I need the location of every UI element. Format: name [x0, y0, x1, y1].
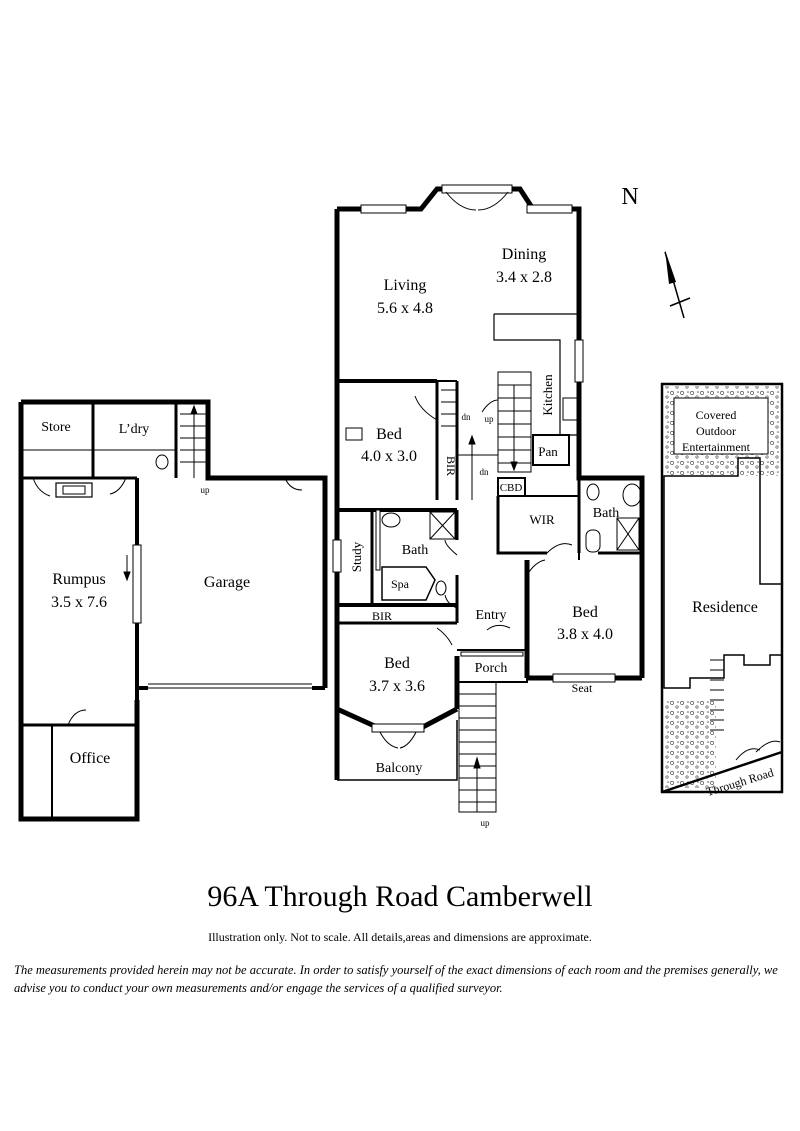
store-name: Store: [41, 420, 71, 435]
north-arrow-icon: N: [621, 184, 691, 319]
stair-dn-label: dn: [480, 467, 490, 477]
bed1-dims: 4.0 x 3.0: [361, 448, 417, 465]
stair-labels: dn up dn up up: [201, 412, 495, 828]
stair-dn-label: dn: [462, 412, 472, 422]
bed1-name: Bed: [376, 426, 402, 443]
rumpus-name: Rumpus: [52, 571, 105, 588]
kitchen-name: Kitchen: [540, 374, 555, 416]
cbd-name: CBD: [500, 482, 523, 494]
porch-name: Porch: [475, 661, 508, 676]
disclaimer-long: The measurements provided herein may not…: [14, 963, 778, 995]
entry-name: Entry: [475, 608, 506, 623]
spa-name: Spa: [391, 577, 410, 591]
residence-label: Residence: [692, 599, 758, 616]
stair-up-label: up: [201, 485, 211, 495]
bir2-name: BIR: [372, 609, 392, 623]
bir1-name: BIR: [444, 456, 458, 476]
page-title: 96A Through Road Camberwell: [207, 880, 593, 913]
bed3-name: Bed: [572, 604, 598, 621]
covered-label-2: Outdoor: [696, 424, 736, 438]
dining-dims: 3.4 x 2.8: [496, 269, 552, 286]
bath2-name: Bath: [593, 506, 619, 521]
garage-name: Garage: [204, 574, 250, 591]
bed3-dims: 3.8 x 4.0: [557, 626, 613, 643]
site-plan: [660, 382, 784, 794]
bed2-dims: 3.7 x 3.6: [369, 678, 425, 695]
office-name: Office: [70, 750, 111, 767]
covered-label-1: Covered: [696, 408, 737, 422]
compass-label: N: [621, 184, 638, 210]
rumpus-dims: 3.5 x 7.6: [51, 594, 107, 611]
lower-floor: [18, 399, 328, 822]
pan-name: Pan: [538, 444, 558, 459]
floor-plan: N: [18, 184, 784, 828]
stair-up-label: up: [485, 414, 495, 424]
bath1-name: Bath: [402, 543, 428, 558]
balcony-name: Balcony: [376, 761, 423, 776]
living-dims: 5.6 x 4.8: [377, 300, 433, 317]
seat-name: Seat: [572, 681, 593, 695]
main-floor: [332, 184, 645, 813]
covered-label-3: Entertainment: [682, 440, 751, 454]
living-name: Living: [384, 277, 427, 294]
study-name: Study: [349, 541, 364, 572]
dining-name: Dining: [502, 246, 546, 263]
laundry-name: L’dry: [119, 422, 150, 437]
disclaimer-short: Illustration only. Not to scale. All det…: [208, 930, 592, 944]
bed2-name: Bed: [384, 655, 410, 672]
stair-up-label: up: [481, 818, 491, 828]
room-labels: Living 5.6 x 4.8 Dining 3.4 x 2.8 Kitche…: [41, 246, 619, 776]
wir-name: WIR: [529, 512, 555, 527]
